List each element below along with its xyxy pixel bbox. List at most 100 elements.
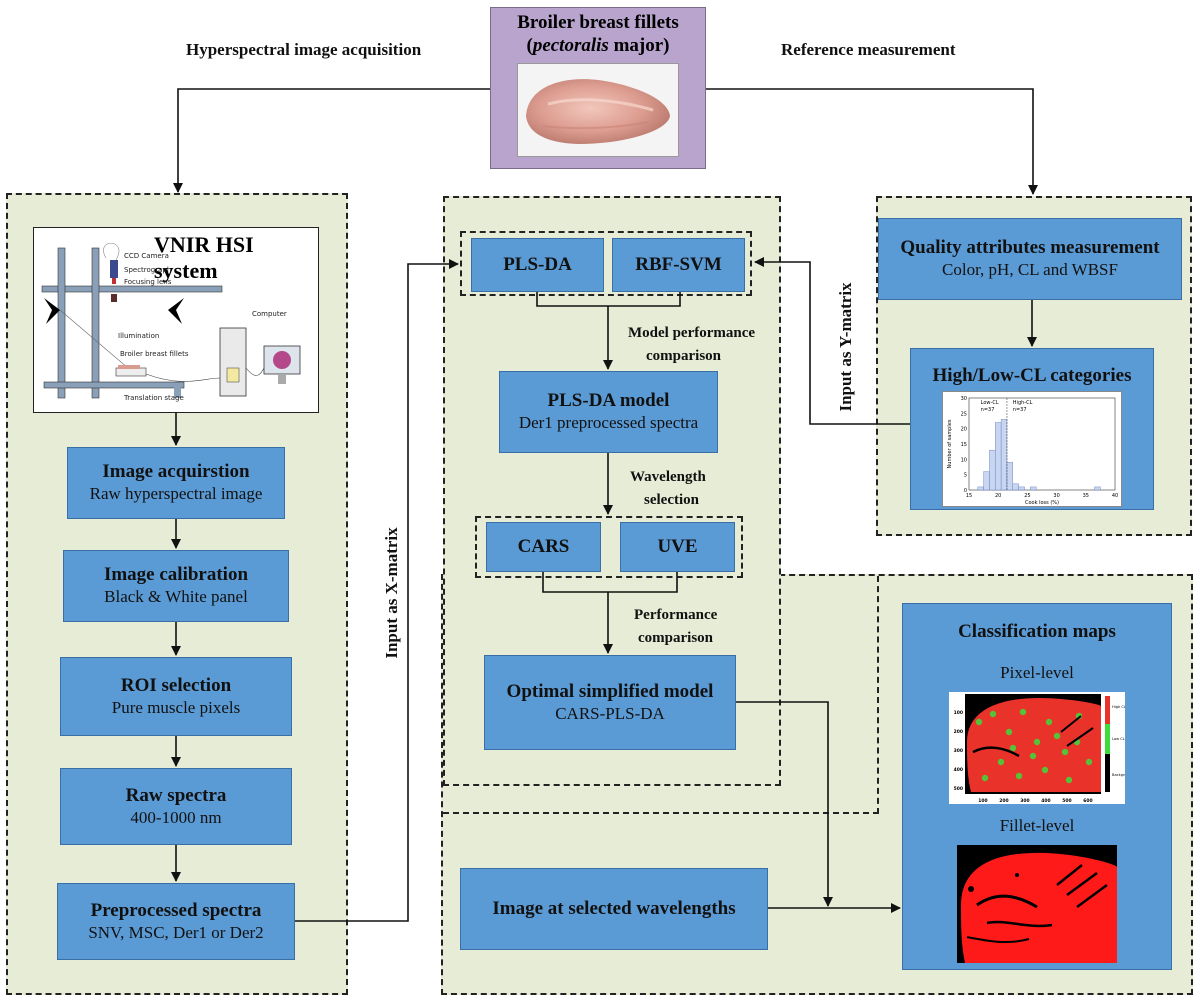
map-y-tick: 400 xyxy=(954,767,963,773)
map-low-cl-patch xyxy=(981,774,989,782)
rbfsvm-box: RBF-SVM xyxy=(612,238,745,292)
map-low-cl-patch xyxy=(1033,738,1041,746)
map-low-cl-patch xyxy=(1045,718,1053,726)
histogram-x-tick: 35 xyxy=(1083,493,1089,499)
source-subtitle: (pectoralis major) xyxy=(526,34,670,56)
map-x-tick: 400 xyxy=(1041,798,1050,804)
histogram-bar xyxy=(983,471,990,490)
y-matrix-label: Input as Y-matrix xyxy=(836,282,855,412)
map-dark-streak xyxy=(1060,715,1094,748)
high-cl-label: High-CL xyxy=(1013,400,1033,406)
map-low-cl-patch xyxy=(989,710,997,718)
map-y-tick: 200 xyxy=(954,729,963,735)
map-y-tick: 500 xyxy=(954,786,963,792)
legend-high-swatch xyxy=(1105,696,1110,725)
fillet-level-label: Fillet-level xyxy=(999,816,1075,836)
fillets-label: Broiler breast fillets xyxy=(120,350,189,358)
histogram-bar xyxy=(1006,461,1013,490)
map-low-cl-patch xyxy=(1029,752,1037,760)
map-y-tick: 300 xyxy=(954,748,963,754)
model-comparison-label: Model performance comparison xyxy=(628,325,756,364)
fillet-level-map xyxy=(957,844,1117,963)
histogram-y-tick: 20 xyxy=(961,426,967,432)
map-low-cl-patch xyxy=(1041,766,1049,774)
map-legend-label: Low CL xyxy=(1112,737,1125,741)
map-low-cl-patch xyxy=(975,718,983,726)
histogram-y-tick: 5 xyxy=(964,472,967,478)
wavelength-selection-label: Wavelength selection xyxy=(630,469,706,508)
map-low-cl-patch xyxy=(1009,744,1017,752)
illumination-label: Illumination xyxy=(118,332,160,340)
map-x-tick: 300 xyxy=(1020,798,1029,804)
map-low-cl-patch xyxy=(1053,732,1061,740)
map-legend-label: Background xyxy=(1112,773,1125,777)
map-y-tick: 100 xyxy=(954,710,963,716)
histogram-x-tick: 40 xyxy=(1112,493,1118,499)
map-dark-streak xyxy=(972,746,1020,758)
legend-low-swatch xyxy=(1105,724,1110,755)
map-low-cl-patch xyxy=(1085,758,1093,766)
map-low-cl-patch xyxy=(1065,776,1073,784)
reference-measurement-label: Reference measurement xyxy=(781,40,956,59)
low-cl-count: n=37 xyxy=(981,407,995,413)
performance-comparison-label: Performance comparison xyxy=(634,607,718,646)
histogram-ylabel: Number of samples xyxy=(947,419,953,468)
histogram-bar xyxy=(1030,486,1037,490)
histogram-x-tick: 15 xyxy=(966,493,972,499)
ccd-camera-label: CCD Camera xyxy=(124,252,169,260)
hsi-system-box: VNIR HSI system CCD Camera Spectrograph … xyxy=(33,227,319,413)
histogram-xlabel: Cook loss (%) xyxy=(1025,500,1059,506)
source-title: Broiler breast fillets xyxy=(517,12,679,33)
map-x-tick: 600 xyxy=(1083,798,1092,804)
histogram-bar xyxy=(1018,486,1025,490)
pixel-level-map: High CL Low CL Background 100 200 300 400 500 10… xyxy=(949,692,1133,805)
histogram-bar xyxy=(1012,483,1019,490)
histogram-y-tick: 15 xyxy=(961,442,967,448)
source-box: Broiler breast fillets (pectoralis major… xyxy=(490,7,706,169)
histogram-x-tick: 20 xyxy=(995,493,1001,499)
legend-background-swatch xyxy=(1105,754,1110,793)
cars-box: CARS xyxy=(486,522,601,572)
hsi-system-illustration xyxy=(41,242,301,399)
histogram-x-tick: 25 xyxy=(1024,493,1030,499)
spectrograph-label: Spectrograph xyxy=(124,266,172,274)
bottom-panel-notch-right xyxy=(877,576,879,814)
map-legend-label: High CL xyxy=(1112,705,1125,709)
histogram-y-tick: 30 xyxy=(961,396,967,402)
histogram-frame xyxy=(968,397,1116,491)
histogram-x-tick: 30 xyxy=(1053,493,1059,499)
uve-box: UVE xyxy=(620,522,735,572)
focusing-lens-label: Focusing lens xyxy=(124,278,172,286)
computer-label: Computer xyxy=(252,310,287,318)
map-low-cl-patch xyxy=(1015,772,1023,780)
map-low-cl-patch xyxy=(1019,708,1027,716)
map-low-cl-patch xyxy=(1061,748,1069,756)
histogram-y-tick: 10 xyxy=(961,457,967,463)
bottom-panel-notch xyxy=(443,812,879,814)
fillet-photo xyxy=(517,62,679,157)
translation-stage-label: Translation stage xyxy=(124,394,184,402)
map-x-tick: 500 xyxy=(1062,798,1071,804)
plsda-box: PLS-DA xyxy=(471,238,604,292)
map-x-tick: 100 xyxy=(978,798,987,804)
low-cl-label: Low-CL xyxy=(981,400,999,406)
histogram-bar xyxy=(977,486,984,490)
map-fillet-region xyxy=(967,698,1101,793)
histogram-bar xyxy=(989,449,996,490)
hsi-system-title: VNIR HSI system xyxy=(154,232,254,283)
map-low-cl-patch xyxy=(997,758,1005,766)
map-low-cl-patch xyxy=(1005,728,1013,736)
image-selected-box: Image at selected wavelengths xyxy=(460,868,768,950)
x-matrix-label: Input as X-matrix xyxy=(382,527,401,659)
map-x-tick: 200 xyxy=(999,798,1008,804)
hyperspectral-acquisition-label: Hyperspectral image acquisition xyxy=(186,40,422,59)
